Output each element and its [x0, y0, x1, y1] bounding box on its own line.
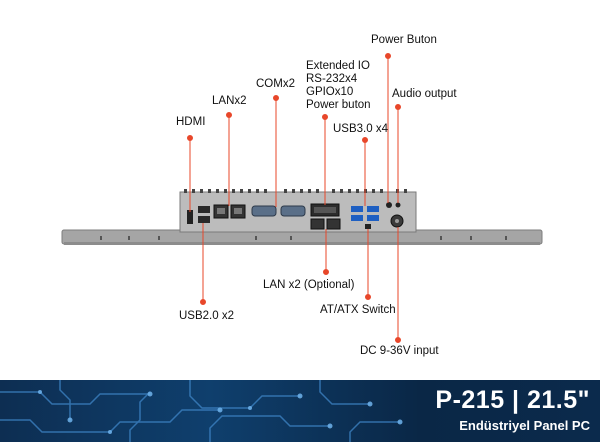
- label-com-x2: COMx2: [256, 78, 295, 90]
- lan-ports: [213, 204, 246, 219]
- audio-output-port: [395, 202, 401, 208]
- label-usb3-x4: USB3.0 x4: [333, 123, 388, 135]
- power-button-port: [386, 202, 392, 208]
- hdmi-port: [187, 210, 193, 224]
- label-dc-input: DC 9-36V input: [360, 345, 439, 357]
- label-lan-x2: LANx2: [212, 95, 247, 107]
- label-hdmi: HDMI: [176, 116, 206, 128]
- label-extended-io: Extended IO RS-232x4 GPIOx10 Power buton: [306, 60, 371, 111]
- product-banner: P-215 | 21.5" Endüstriyel Panel PC: [0, 380, 600, 442]
- product-subtitle: Endüstriyel Panel PC: [459, 418, 590, 433]
- label-audio-output: Audio output: [392, 88, 457, 100]
- at-atx-switch-port: [365, 224, 371, 229]
- label-at-atx-switch: AT/ATX Switch: [320, 304, 396, 316]
- extended-io-port: [310, 203, 340, 217]
- panel-bezel-edge: [64, 242, 540, 245]
- label-usb2-x2: USB2.0 x2: [179, 310, 234, 322]
- product-title: P-215 | 21.5": [435, 386, 590, 414]
- com-ports: [251, 205, 306, 217]
- label-lan-x2-optional: LAN x2 (Optional): [263, 279, 355, 291]
- usb2-ports: [198, 206, 210, 223]
- callout-lines: [187, 53, 401, 343]
- device-diagram: [61, 53, 543, 343]
- circuit-pattern: [0, 380, 403, 442]
- label-power-button: Power Buton: [371, 34, 437, 46]
- heatsink-fins: [184, 189, 407, 193]
- usb3-ports: [351, 206, 379, 221]
- lan-optional-ports: [310, 218, 341, 230]
